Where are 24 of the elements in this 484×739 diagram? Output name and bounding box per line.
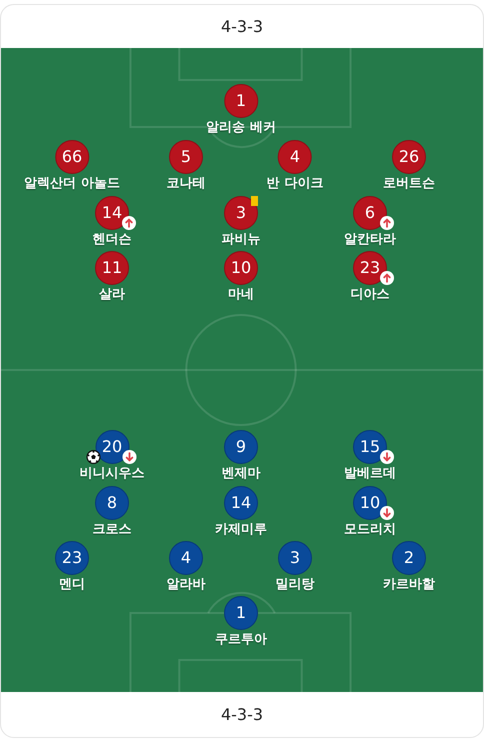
player-name: 로버트슨 <box>383 176 435 192</box>
player-name: 크로스 <box>92 522 132 538</box>
formation-label: 4-3-3 <box>220 704 264 724</box>
player-name: 알리송 베커 <box>206 120 276 136</box>
formation-label: 4-3-3 <box>220 16 264 36</box>
player-name: 알렉산더 아놀드 <box>24 176 120 192</box>
player-name: 마네 <box>228 287 254 303</box>
player-name: 발베르데 <box>344 466 396 482</box>
player-name: 카르바할 <box>383 577 435 593</box>
player-name: 벤제마 <box>222 466 260 482</box>
player-name: 살라 <box>99 287 125 303</box>
player-name: 알칸타라 <box>344 232 396 248</box>
player-name: 비니시우스 <box>80 466 144 482</box>
player-name: 멘디 <box>59 577 85 593</box>
player-name: 헨더슨 <box>92 232 132 248</box>
player-name: 디아스 <box>350 287 390 303</box>
player-name: 카제미루 <box>215 522 267 538</box>
player-name: 코나테 <box>166 176 206 192</box>
player-name: 반 다이크 <box>266 176 324 192</box>
player-name: 쿠르투아 <box>215 632 267 648</box>
player-name: 밀리탕 <box>276 577 314 593</box>
player-name: 모드리치 <box>344 522 396 538</box>
player-name: 파비뉴 <box>222 232 260 248</box>
player-name: 알라바 <box>166 577 206 593</box>
